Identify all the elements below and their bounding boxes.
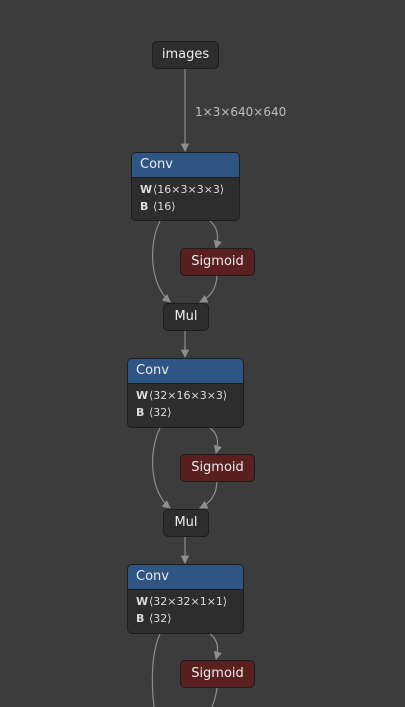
edge-conv-3-to-next: [151, 633, 161, 707]
node-mul-1-label: Mul: [174, 309, 198, 324]
edge-conv-3-to-sigmoid-3: [209, 633, 222, 661]
node-conv-3[interactable]: Conv W⟨32×32×1×1⟩ B⟨32⟩: [127, 564, 244, 634]
node-conv-1-bias: B⟨16⟩: [140, 200, 176, 213]
node-conv-3-header: Conv: [128, 565, 243, 590]
edge-sigmoid-3-to-next: [211, 687, 218, 707]
node-conv-2-header: Conv: [128, 359, 243, 384]
node-images-label: images: [161, 47, 210, 62]
node-conv-1[interactable]: Conv W⟨16×3×3×3⟩ B⟨16⟩: [131, 152, 240, 221]
node-mul-2-label: Mul: [174, 515, 198, 530]
node-sigmoid-2[interactable]: Sigmoid: [180, 454, 255, 482]
node-mul-2[interactable]: Mul: [163, 509, 209, 537]
edge-label-input-shape: 1×3×640×640: [195, 105, 287, 119]
edge-conv-2-to-mul-2: [151, 427, 171, 509]
node-conv-1-header: Conv: [132, 153, 239, 178]
node-conv-3-weight: W⟨32×32×1×1⟩: [136, 595, 228, 608]
node-conv-2[interactable]: Conv W⟨32×16×3×3⟩ B⟨32⟩: [127, 358, 244, 428]
node-conv-2-weight: W⟨32×16×3×3⟩: [136, 389, 228, 402]
edge-sigmoid-2-to-mul-2: [199, 481, 218, 509]
edge-conv-2-to-sigmoid-2: [209, 427, 222, 455]
node-sigmoid-3-label: Sigmoid: [191, 666, 244, 681]
edge-conv-1-to-sigmoid-1: [209, 220, 222, 250]
node-sigmoid-1-label: Sigmoid: [191, 254, 244, 269]
node-mul-1[interactable]: Mul: [163, 303, 209, 331]
node-conv-3-bias: B⟨32⟩: [136, 612, 172, 625]
edge-sigmoid-1-to-mul-1: [199, 275, 218, 303]
node-sigmoid-3[interactable]: Sigmoid: [180, 660, 255, 688]
node-images[interactable]: images: [152, 41, 219, 69]
node-sigmoid-2-label: Sigmoid: [191, 460, 244, 475]
node-conv-1-weight: W⟨16×3×3×3⟩: [140, 183, 225, 196]
node-sigmoid-1[interactable]: Sigmoid: [180, 248, 255, 276]
node-conv-2-bias: B⟨32⟩: [136, 406, 172, 419]
edge-conv-1-to-mul-1: [151, 220, 171, 303]
